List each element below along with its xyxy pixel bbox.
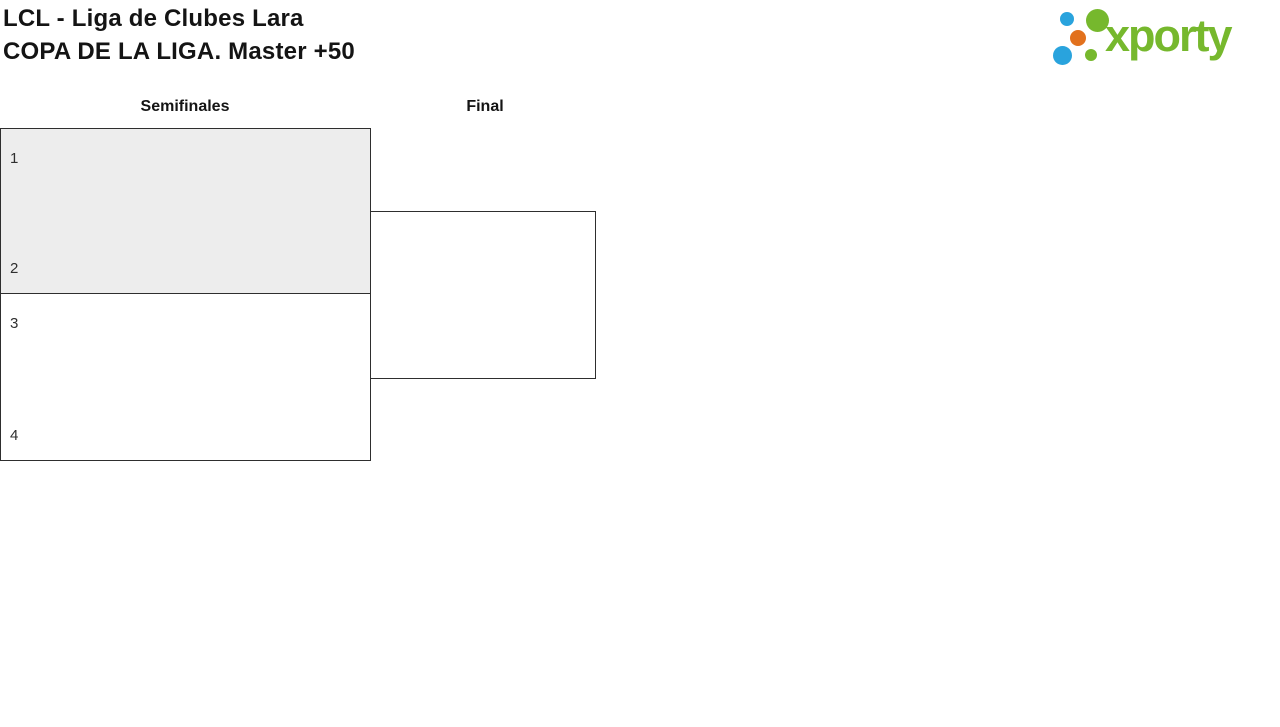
logo-dot-green-small-icon <box>1085 49 1097 61</box>
match-semifinal-1[interactable]: 1 2 <box>0 128 371 294</box>
match-final[interactable] <box>370 211 596 379</box>
logo-dot-green-large-icon <box>1086 9 1109 32</box>
tournament-title: LCL - Liga de Clubes Lara <box>3 5 304 32</box>
round-header-semifinales: Semifinales <box>140 98 230 115</box>
round-header-final: Final <box>466 98 504 115</box>
match-semifinal-2[interactable]: 3 4 <box>0 293 371 461</box>
seed-number: 3 <box>10 315 19 332</box>
competition-subtitle: COPA DE LA LIGA. Master +50 <box>3 38 355 65</box>
xporty-logo[interactable]: xporty <box>1050 0 1280 75</box>
logo-dot-orange-icon <box>1070 30 1086 46</box>
logo-wordmark: xporty <box>1105 10 1233 61</box>
seed-number: 4 <box>10 427 19 444</box>
logo-dot-blue-small-icon <box>1060 12 1074 26</box>
seed-number: 2 <box>10 260 19 277</box>
page-title: LCL - Liga de Clubes Lara COPA DE LA LIG… <box>3 2 355 68</box>
seed-number: 1 <box>10 150 19 167</box>
logo-dot-blue-large-icon <box>1053 46 1072 65</box>
